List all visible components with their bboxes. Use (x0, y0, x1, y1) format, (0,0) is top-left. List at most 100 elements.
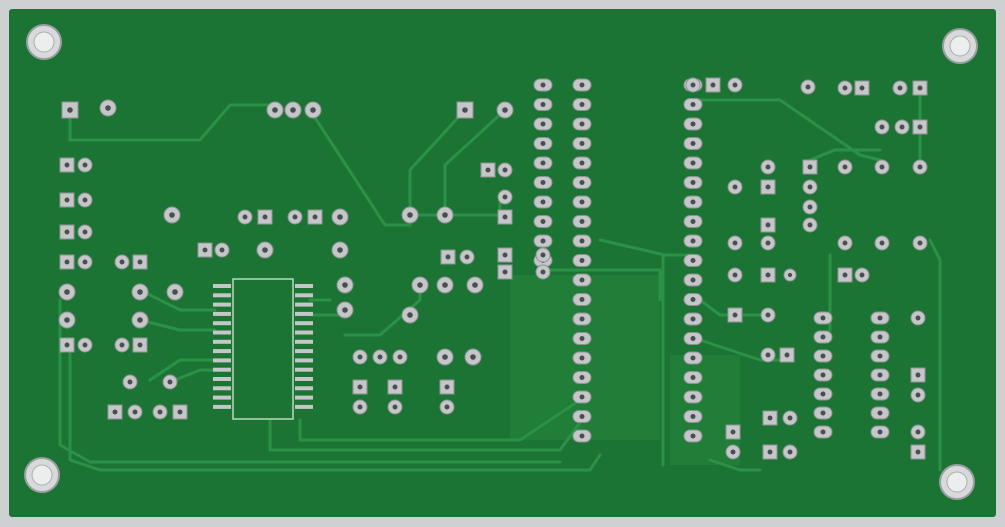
drill-hole (417, 282, 423, 288)
drill-hole (579, 238, 585, 244)
drill-hole (579, 219, 585, 224)
drill-hole (342, 282, 348, 288)
drill-hole (690, 199, 696, 205)
drill-hole (767, 415, 773, 421)
drill-hole (787, 415, 793, 421)
drill-hole (310, 107, 316, 113)
smd-pin (213, 377, 231, 381)
drill-hole (917, 164, 923, 170)
drill-hole (579, 102, 585, 107)
smd-pin (213, 358, 231, 363)
drill-hole (470, 354, 476, 360)
drill-hole (272, 107, 278, 113)
smd-pin (295, 321, 313, 326)
drill-hole (502, 269, 508, 275)
drill-hole (540, 102, 546, 107)
trace (308, 108, 412, 227)
drill-hole (765, 222, 771, 228)
mounting-holes (24, 24, 978, 500)
drill-hole (820, 315, 826, 321)
drill-hole (915, 429, 921, 435)
drill-hole (132, 409, 138, 415)
trace (173, 368, 217, 382)
drill-hole (579, 297, 585, 302)
trace (598, 238, 695, 257)
trace (928, 238, 942, 472)
drill-hole (730, 429, 736, 435)
drill-hole (807, 204, 813, 210)
drill-hole (579, 375, 585, 380)
trace (443, 108, 507, 217)
drill-hole (119, 259, 125, 265)
drill-hole (915, 315, 921, 321)
trace (58, 298, 562, 464)
drill-hole (540, 219, 546, 224)
drill-hole (177, 409, 183, 415)
drill-hole (767, 449, 773, 455)
drill-hole (357, 404, 363, 410)
drill-hole (464, 254, 470, 260)
drill-hole (442, 354, 448, 360)
drill-hole (407, 212, 413, 218)
drill-hole (64, 259, 70, 265)
drill-hole (879, 164, 885, 170)
drill-hole (137, 259, 143, 265)
drill-hole (262, 214, 268, 220)
trace (138, 288, 217, 312)
smd-pin (213, 386, 231, 391)
smd-pin (295, 404, 313, 409)
drill-hole (579, 180, 585, 185)
drill-hole (690, 394, 696, 400)
drill-hole (540, 121, 546, 127)
smd-pin (295, 349, 313, 354)
drill-hole (579, 82, 585, 88)
drill-hole (64, 342, 70, 348)
trace (68, 103, 277, 142)
smd-pin (295, 302, 313, 307)
drill-hole (877, 334, 883, 340)
drill-hole (917, 240, 923, 246)
drill-hole (690, 141, 696, 146)
drill-hole (690, 180, 696, 185)
drill-hole (690, 82, 696, 88)
smd-pin (213, 367, 231, 372)
trace (298, 398, 582, 442)
drill-hole (157, 409, 163, 415)
drill-hole (877, 429, 883, 435)
drill-hole (805, 84, 811, 90)
drill-hole (579, 394, 585, 400)
smd-pin (213, 293, 231, 298)
drill-hole (579, 336, 585, 341)
smd-pin (213, 404, 231, 409)
mounting-hole (946, 471, 968, 493)
drill-hole (690, 219, 696, 224)
smd-pin (295, 293, 313, 298)
drill-hole (64, 289, 70, 295)
trace (68, 348, 602, 472)
mounting-hole (31, 464, 53, 486)
drill-hole (877, 391, 883, 397)
drill-hole (112, 409, 118, 415)
drill-hole (807, 184, 813, 190)
drill-hole (732, 312, 738, 318)
drill-hole (877, 410, 883, 416)
smd-pin (295, 311, 313, 316)
drill-hole (64, 229, 70, 235)
drill-hole (899, 124, 905, 130)
drill-hole (337, 214, 343, 220)
drill-hole (690, 316, 696, 322)
drill-hole (169, 212, 175, 218)
drill-hole (357, 384, 363, 390)
drill-hole (292, 214, 298, 220)
drill-hole (579, 160, 585, 166)
drill-hole (472, 282, 478, 288)
trace (698, 98, 882, 162)
drill-hole (262, 247, 268, 253)
drill-hole (357, 354, 363, 360)
drill-hole (82, 259, 88, 265)
drill-hole (502, 107, 508, 113)
smd-pin (295, 367, 313, 372)
smd-pin (295, 386, 313, 391)
drill-hole (807, 164, 813, 170)
drill-hole (127, 379, 133, 385)
